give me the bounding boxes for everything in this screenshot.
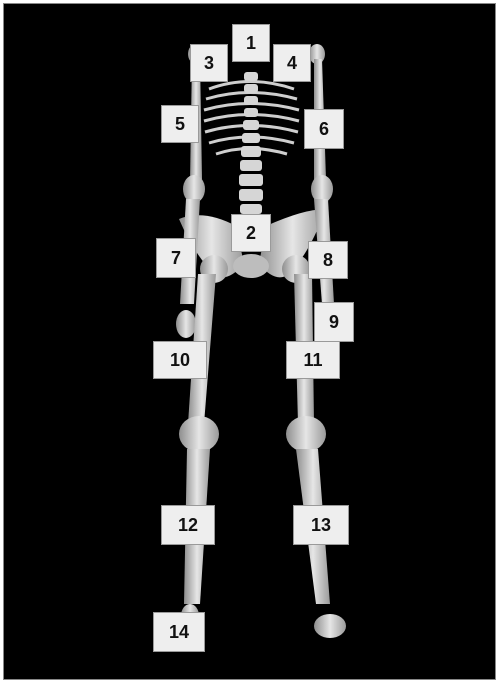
marker-2: 2 [231, 214, 271, 252]
marker-5: 5 [161, 105, 199, 143]
image-frame: 1 3 4 5 6 2 7 8 9 10 11 12 13 14 [3, 3, 496, 680]
skeleton-illustration [4, 4, 496, 680]
marker-7: 7 [156, 238, 196, 278]
marker-14: 14 [153, 612, 205, 652]
marker-8: 8 [308, 241, 348, 279]
marker-3: 3 [190, 44, 228, 82]
marker-10: 10 [153, 341, 207, 379]
marker-9: 9 [314, 302, 354, 342]
marker-6: 6 [304, 109, 344, 149]
marker-13: 13 [293, 505, 349, 545]
right-arm-bones [311, 59, 338, 326]
marker-11: 11 [286, 341, 340, 379]
marker-4: 4 [273, 44, 311, 82]
marker-1: 1 [232, 24, 270, 62]
marker-12: 12 [161, 505, 215, 545]
